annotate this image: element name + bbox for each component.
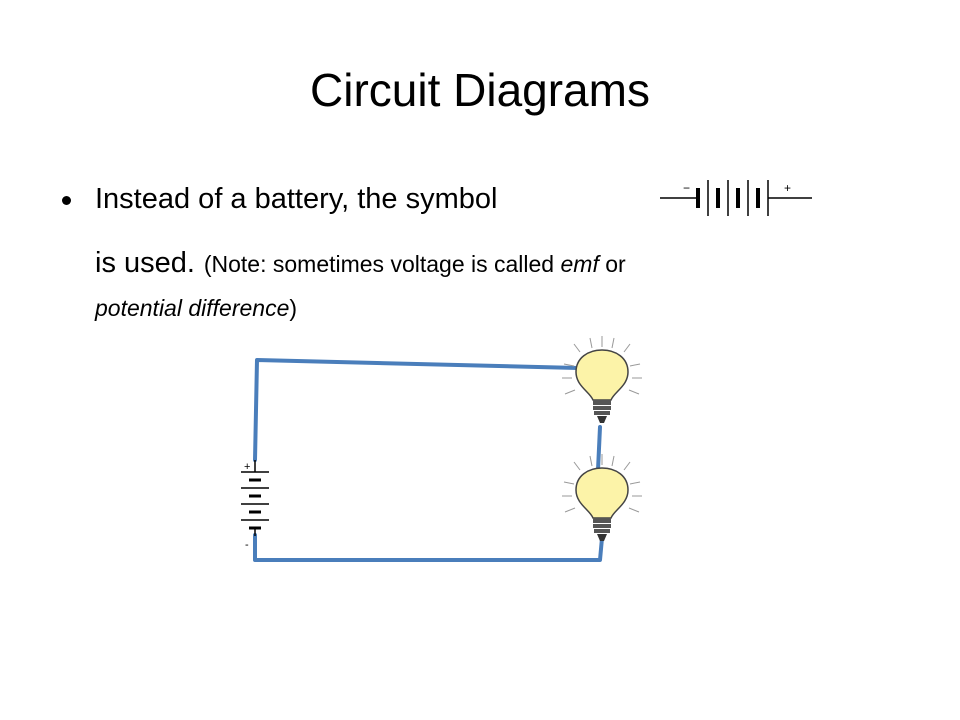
wire-middle	[596, 425, 602, 472]
wire-bottom	[253, 533, 604, 562]
light-bulb-2	[562, 454, 642, 541]
wire-top	[253, 358, 580, 462]
bullet-text: Instead of a battery, the symbol	[95, 183, 498, 215]
bullet-continuation-2: potential difference)	[95, 292, 297, 324]
battery-minus-label: -	[245, 539, 249, 551]
slide-title: Circuit Diagrams	[310, 64, 650, 116]
note-close-text: )	[289, 295, 298, 321]
light-bulb-1	[562, 336, 642, 423]
emf-text: emf	[560, 251, 599, 277]
note-open-text: (Note: sometimes voltage is called	[203, 251, 561, 277]
note-or-text: or	[598, 251, 626, 277]
bullet-point	[62, 196, 71, 205]
bullet-continuation: is used. (Note: sometimes voltage is cal…	[95, 245, 626, 286]
circuit-battery	[241, 460, 269, 536]
battery-plus-label: +	[244, 461, 250, 473]
potential-difference-text: potential difference	[95, 295, 290, 321]
is-used-text: is used.	[95, 247, 195, 279]
